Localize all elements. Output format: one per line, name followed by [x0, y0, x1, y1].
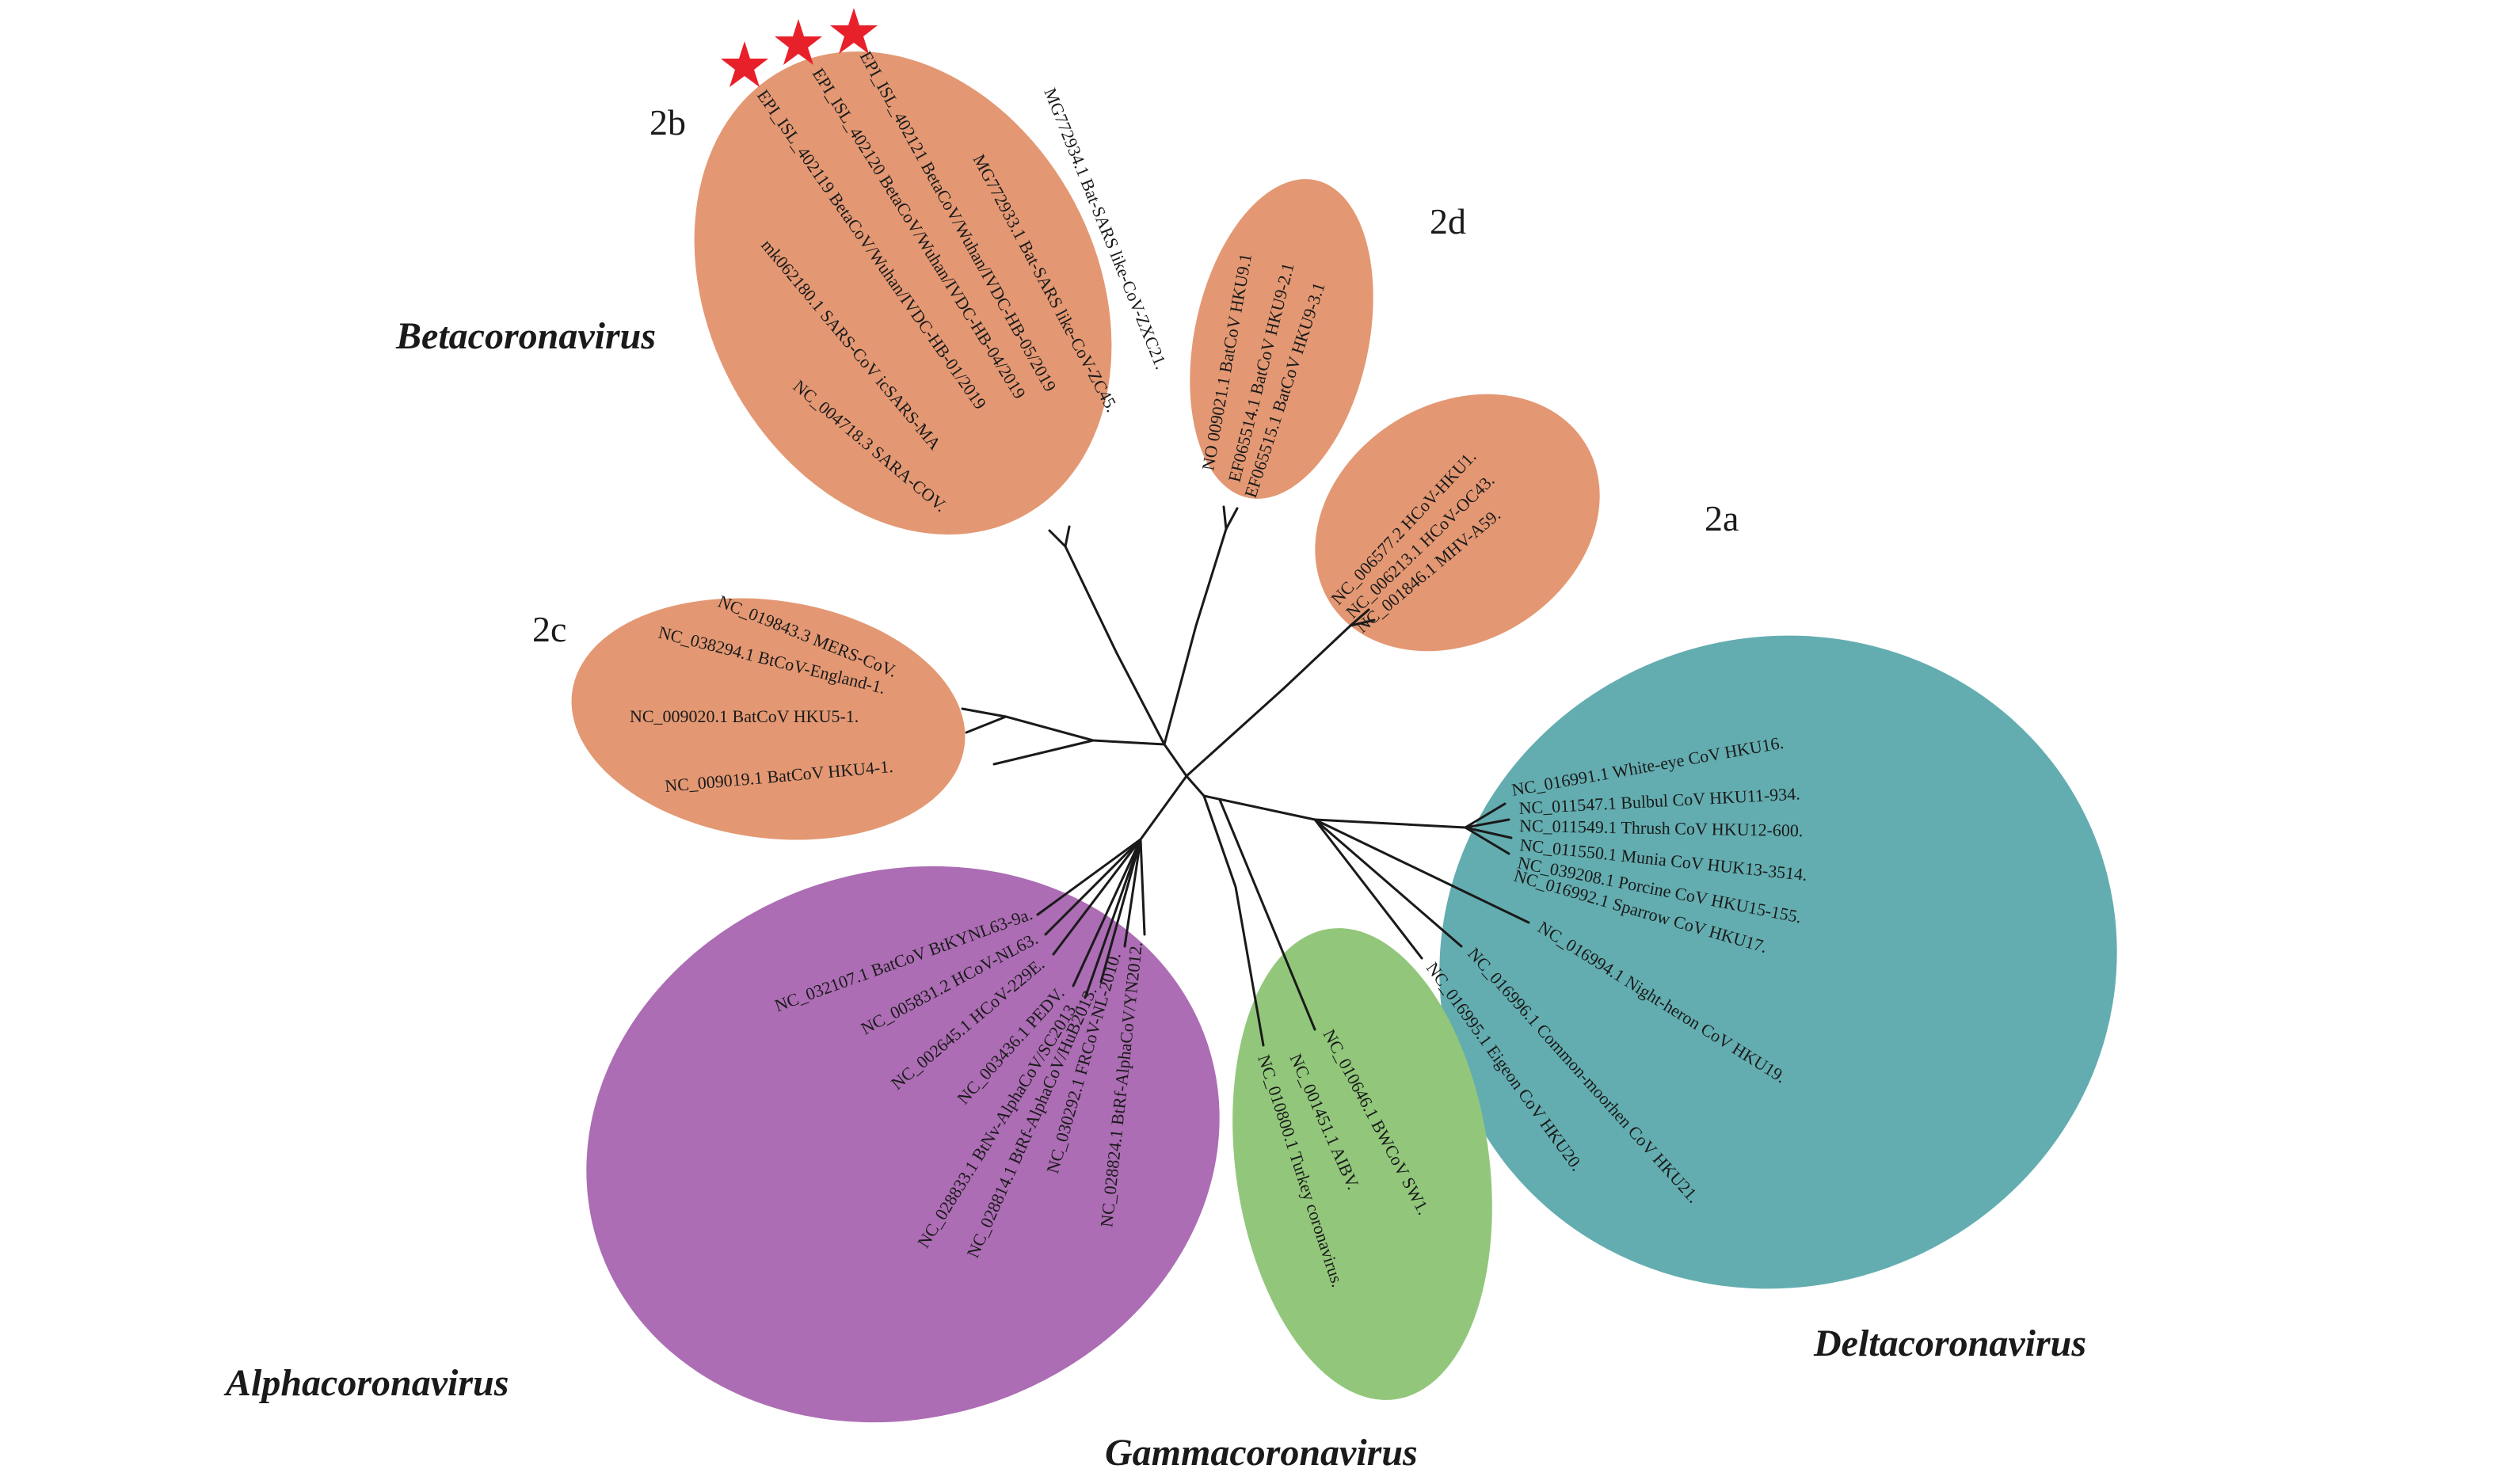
- branch-beta2a-tip2: [1349, 618, 1376, 627]
- branch-alpha-tip2: [1044, 838, 1142, 936]
- star-icon: [721, 41, 768, 87]
- branch-alpha-stem: [1139, 774, 1188, 841]
- branch-delta-tip7: [1313, 818, 1423, 960]
- branch-delta-tip2: [1464, 818, 1510, 829]
- branch-beta2d-tip1: [1222, 505, 1228, 531]
- star-icon: [775, 19, 822, 65]
- delta-ellipse: [1439, 635, 2117, 1289]
- branch-alpha-tip3: [1052, 838, 1142, 956]
- branch-gamma: [1202, 794, 1265, 1047]
- branch-beta2a: [1185, 624, 1352, 778]
- subgroup-label-2b: 2b: [649, 102, 686, 143]
- branch-delta-tip3: [1464, 826, 1513, 839]
- genus-label-alpha: Alphacoronavirus: [223, 1362, 509, 1404]
- branch-root-delta: [1185, 774, 1206, 797]
- branch-beta2c-tip3: [992, 739, 1095, 766]
- branch-alpha-tip5: [1084, 838, 1142, 999]
- branch-beta2c: [1004, 715, 1166, 746]
- branch-alpha-tip7: [1123, 838, 1142, 948]
- subgroup-label-2d: 2d: [1430, 201, 1466, 242]
- alpha-ellipse: [586, 866, 1220, 1423]
- branch-delta-tip6: [1313, 818, 1463, 948]
- branch-beta2d: [1163, 527, 1228, 746]
- genus-label-beta: Betacoronavirus: [395, 315, 656, 357]
- branch-gamma-tip: [1218, 798, 1316, 1031]
- branch-delta-stem: [1202, 794, 1467, 829]
- clade-2a-ellipse: [1315, 394, 1600, 652]
- branch-beta2b: [1064, 545, 1166, 746]
- branch-delta-tip5: [1313, 818, 1530, 924]
- branch-beta2d-tip2: [1225, 507, 1239, 531]
- branch-delta-tip1: [1464, 802, 1507, 829]
- genus-label-gamma: Gammacoronavirus: [1105, 1432, 1418, 1474]
- branch-alpha-tip8: [1139, 838, 1146, 936]
- branch-alpha-tip6: [1099, 838, 1142, 984]
- star-icon: [830, 8, 878, 54]
- branch-beta2b-tip1: [1048, 529, 1067, 548]
- branch-beta2c-tip2: [965, 715, 1008, 734]
- clade-2c-ellipse: [571, 598, 966, 840]
- subgroup-label-2a: 2a: [1705, 498, 1739, 538]
- branch-beta2c-tip1: [961, 707, 1008, 718]
- genus-label-delta: Deltacoronavirus: [1813, 1322, 2086, 1364]
- leaf-label: NC_009020.1 BatCoV HKU5-1.: [630, 706, 859, 726]
- branch-alpha-tip4: [1072, 838, 1142, 987]
- highlight-markers: [721, 8, 878, 87]
- clade-2b-ellipse: [694, 51, 1112, 535]
- branch-beta2b-tip2: [1064, 525, 1071, 548]
- gamma-ellipse: [1232, 928, 1492, 1400]
- branch-beta-stem: [1163, 743, 1188, 778]
- branch-delta-tip4: [1464, 826, 1510, 855]
- subgroup-label-2c: 2c: [532, 609, 566, 649]
- clade-2d-ellipse: [1190, 179, 1373, 499]
- branch-alpha-tip1: [1036, 838, 1142, 916]
- branch-beta2a-tip1: [1349, 608, 1370, 627]
- tree-branches: [961, 505, 1530, 1047]
